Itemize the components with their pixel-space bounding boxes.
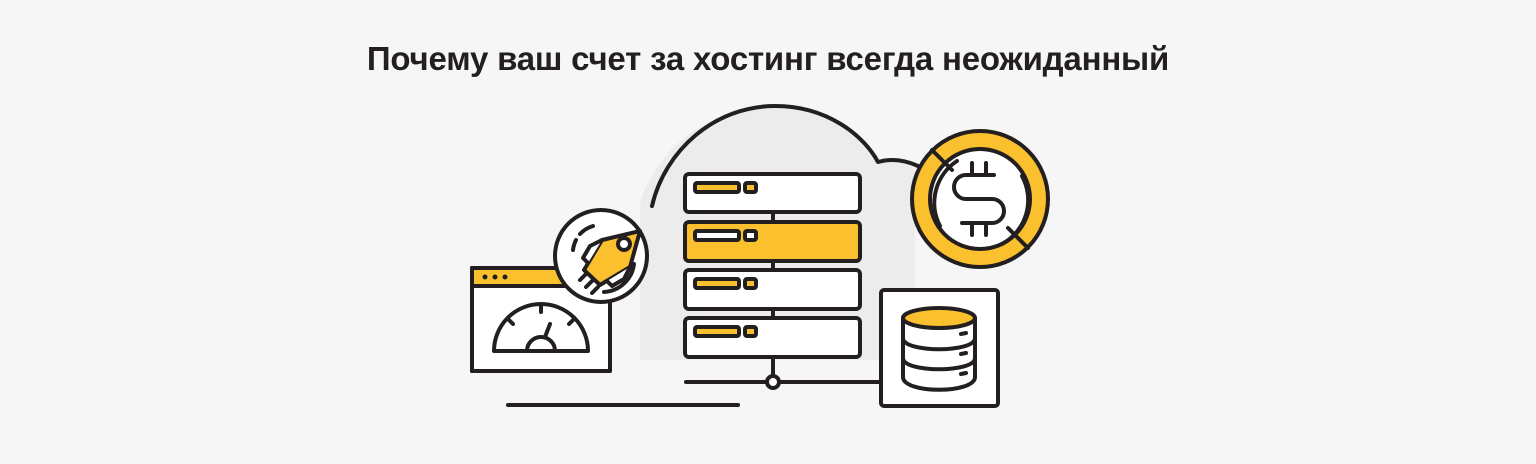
database-icon [879,288,1000,408]
page-title: Почему ваш счет за хостинг всегда неожид… [366,40,1170,77]
server-rack-icon [683,172,862,376]
rocket-icon [553,208,649,304]
crossed-dollar-coin-icon [910,129,1050,269]
network-node-icon [506,374,882,407]
